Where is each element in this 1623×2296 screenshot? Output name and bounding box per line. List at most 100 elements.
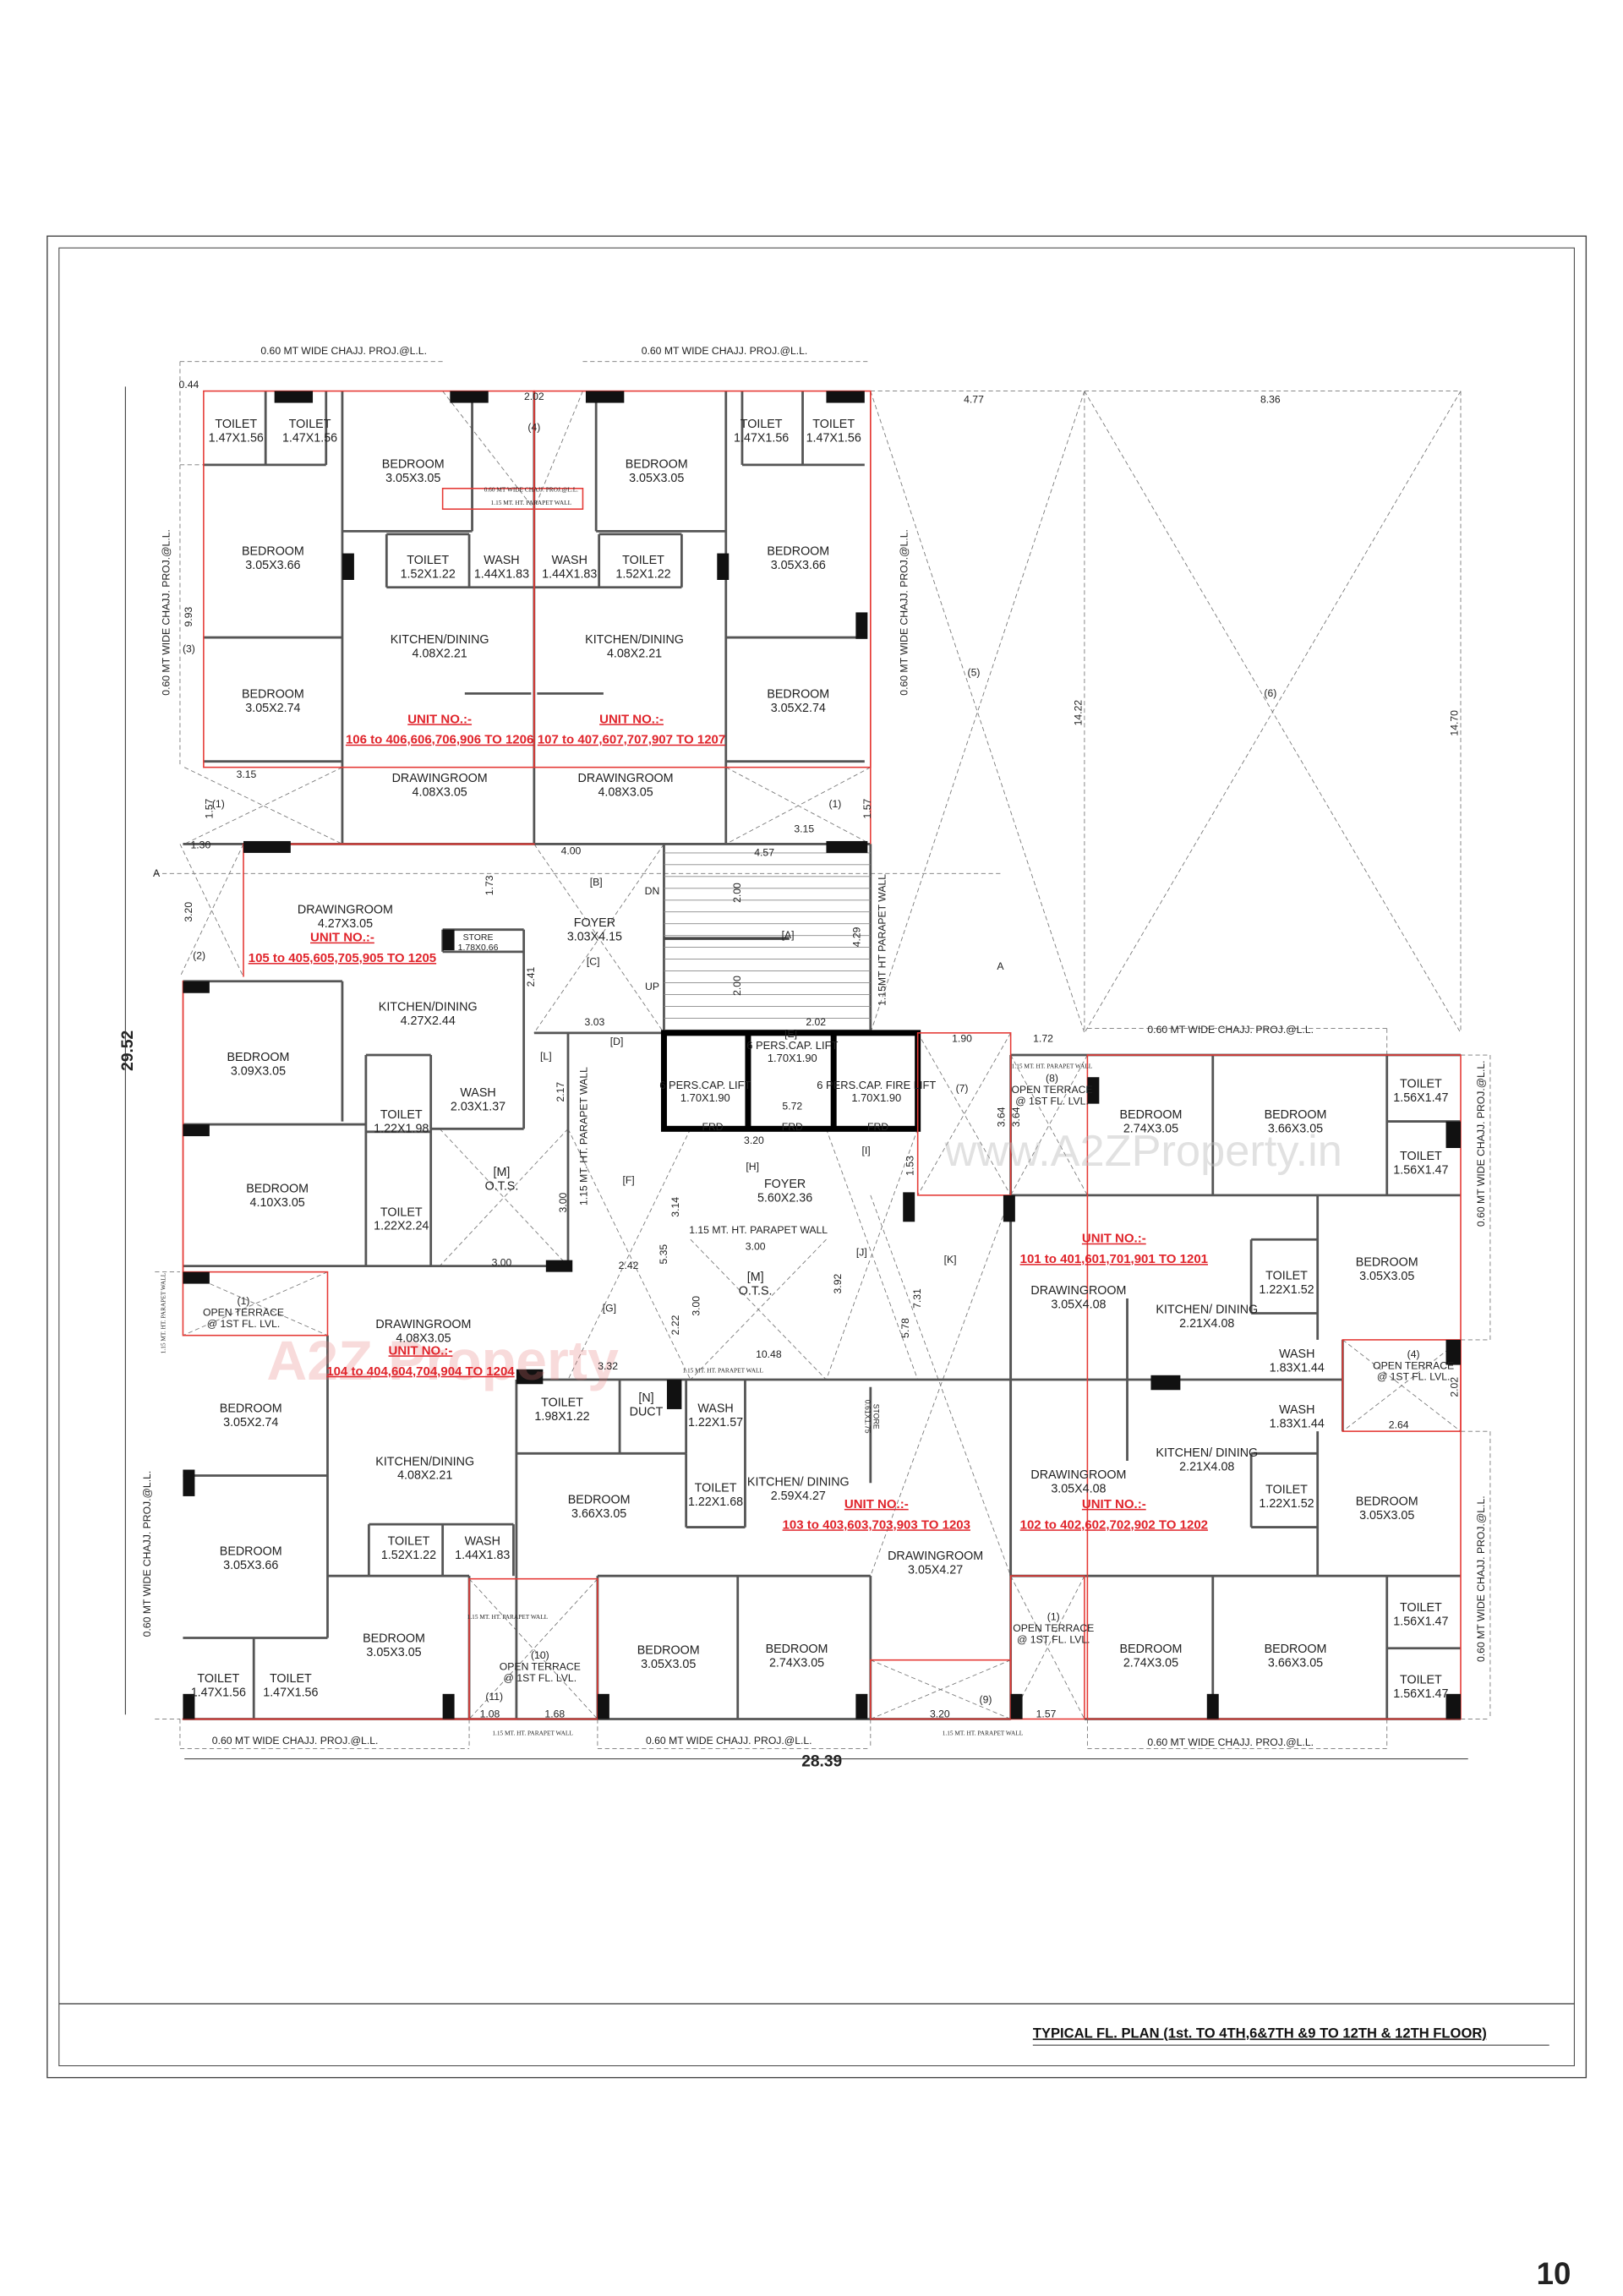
annotation-label: 1.15 MT. HT. PARAPET WALL [943, 1730, 1024, 1737]
plan-title: TYPICAL FL. PLAN (1st. TO 4TH,6&7TH &9 T… [1033, 2025, 1487, 2042]
room-size: 3.05X4.27 [908, 1563, 963, 1577]
annotation-label: 1.15 MT. HT. PARAPET WALL [492, 1730, 573, 1737]
column [342, 553, 354, 580]
column [585, 391, 625, 403]
room-name: FOYER [574, 916, 615, 930]
terrace-level: @ 1ST FL. LVL. [207, 1318, 281, 1330]
room-name: TOILET [407, 554, 449, 567]
room-name: TOILET [812, 418, 855, 431]
room-name: 6 PERS.CAP. LIFT [659, 1079, 751, 1091]
room-size: 1.70X1.90 [768, 1052, 817, 1064]
room-name: BEDROOM [1356, 1256, 1418, 1270]
room-size: O.T.S. [739, 1285, 773, 1298]
room-size: 1.52X1.22 [615, 567, 670, 581]
annotation-label: (2) [193, 950, 205, 962]
column [442, 1693, 455, 1719]
annotation-label: 4.00 [561, 845, 582, 857]
room-size: 3.05X3.66 [245, 559, 300, 572]
annotation-label: 0.60 MT WIDE CHAJJ. PROJ.@L.L. [642, 345, 808, 357]
annotation-label: 4.57 [754, 846, 774, 858]
dashed-line [826, 1129, 919, 1380]
room-name: BEDROOM [1120, 1108, 1183, 1122]
annotation-label: 3.64 [1010, 1107, 1022, 1127]
annotation-label: [G] [603, 1303, 616, 1315]
annotation-label: 3.03 [585, 1016, 605, 1028]
annotation-label: 0.60 MT WIDE CHAJJ. PROJ.@L.L. [1475, 1060, 1487, 1227]
terrace-name: OPEN TERRACE [203, 1306, 284, 1318]
room-name: TOILET [270, 1672, 312, 1686]
room-size: 1.47X1.56 [282, 432, 337, 446]
room-size: 3.05X3.05 [641, 1658, 696, 1671]
room-name: BEDROOM [568, 1494, 631, 1507]
room-name: KITCHEN/DINING [379, 1001, 478, 1014]
column [826, 840, 868, 853]
room-size: 3.66X3.05 [571, 1507, 626, 1521]
dashed-line [179, 844, 244, 977]
room-name: TOILET [1400, 1601, 1442, 1615]
unit-outline [441, 487, 584, 511]
sheet-frame [46, 235, 1587, 2079]
unit-numbers: 106 to 406,606,706,906 TO 1206 [346, 733, 533, 747]
room-size: O.T.S. [485, 1180, 519, 1194]
annotation-label: [D] [610, 1036, 624, 1047]
annotation-label: [B] [590, 876, 603, 888]
column [243, 840, 291, 853]
open-terrace-label: (1)OPEN TERRACE@ 1ST FL. LVL. [1013, 1611, 1094, 1646]
annotation-label: 5.72 [782, 1101, 802, 1112]
column [1445, 1121, 1461, 1148]
dashed-line [468, 1578, 598, 1719]
room-name: TOILET [541, 1396, 583, 1409]
terrace-marker: (8) [1046, 1072, 1058, 1084]
room-size: 3.03X4.15 [567, 931, 622, 944]
annotation-label: 3.00 [492, 1257, 512, 1269]
room-size: DUCT [630, 1406, 664, 1419]
room-size: 1.44X1.83 [455, 1549, 510, 1562]
room-size: 1.22X1.98 [374, 1123, 429, 1136]
room-name: BEDROOM [626, 457, 688, 471]
column [855, 612, 868, 639]
room-size: 5.60X2.36 [757, 1192, 812, 1205]
annotation-label: 3.15 [237, 768, 257, 780]
dashed-line [439, 1129, 569, 1266]
annotation-label: DN [645, 885, 660, 897]
annotation-label: 1.30 [190, 839, 210, 851]
room-name: TOILET [622, 554, 664, 567]
room-size: 1.83X1.44 [1270, 1361, 1325, 1375]
dashed-line [533, 844, 664, 1034]
annotation-label: 7.31 [911, 1288, 923, 1309]
watermark-url: www.A2ZProperty.in [944, 1127, 1342, 1176]
annotation-label: 2.42 [619, 1260, 639, 1271]
annotation-label: 1.15 MT. HT. PARAPET WALL [467, 1613, 549, 1621]
annotation-label: FRD [782, 1121, 803, 1133]
room-label: [N]DUCT [630, 1391, 664, 1419]
annotation-label: 0.60 MT WIDE CHAJJ. PROJ.@L.L. [260, 345, 427, 357]
annotation-label: 9.93 [183, 607, 194, 627]
room-name: BEDROOM [767, 544, 829, 558]
room-name: BEDROOM [1265, 1643, 1327, 1656]
annotation-label: A [997, 960, 1004, 972]
unit-numbers: 107 to 407,607,707,907 TO 1207 [538, 733, 725, 747]
unit-outlines [182, 390, 1462, 1720]
open-terrace-label: (1)OPEN TERRACE@ 1ST FL. LVL. [203, 1295, 284, 1330]
room-size: 1.56X1.47 [1393, 1163, 1448, 1177]
room-size: 1.83X1.44 [1270, 1418, 1325, 1431]
room-size: 1.56X1.47 [1393, 1615, 1448, 1629]
annotation-label: 1.15 MT. HT. PARAPET WALL [159, 1272, 167, 1353]
dashed-line [870, 1659, 1011, 1719]
